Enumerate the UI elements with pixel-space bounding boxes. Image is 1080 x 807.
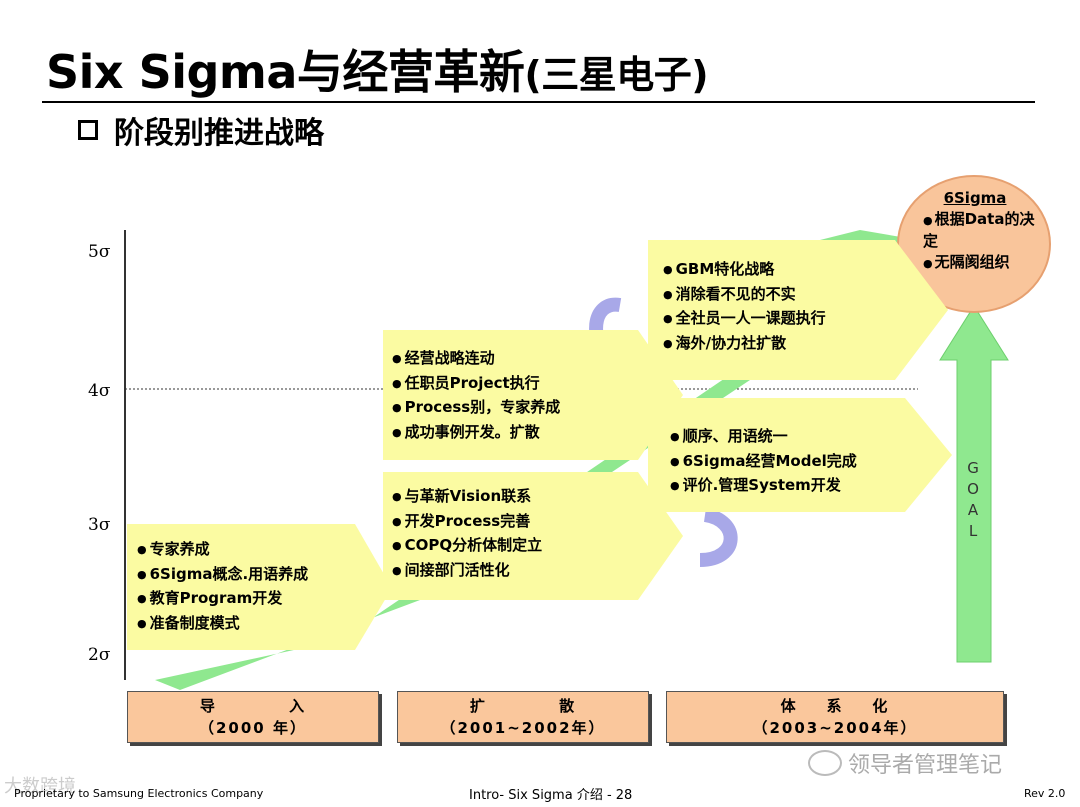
stage-1-list: 专家养成 6Sigma概念.用语养成 教育Program开发 准备制度模式: [137, 538, 309, 637]
goal-text: 6Sigma 根据Data的决定 无隔阂组织: [905, 188, 1045, 312]
stage-4-item: 6Sigma经营Model完成: [670, 450, 857, 475]
stage-1-item: 教育Program开发: [137, 587, 308, 612]
stage-5-item: GBM特化战略: [663, 258, 826, 283]
y-label-5sigma: 5σ: [88, 242, 111, 262]
phase-years: （2000 年）: [199, 719, 307, 737]
stage-5-item: 消除看不见的不实: [663, 283, 826, 308]
stage-3-list: 经营战略连动 任职员Project执行 Process别，专家养成 成功事例开发…: [392, 347, 561, 446]
stage-5-item: 海外/协力社扩散: [663, 332, 826, 357]
stage-3-item: 成功事例开发。扩散: [392, 421, 560, 446]
y-label-2sigma: 2σ: [88, 645, 111, 665]
watermark: 领导者管理笔记: [808, 747, 1002, 779]
phase-box-2: 扩 散 （2001~2002年）: [397, 691, 649, 743]
y-label-4sigma: 4σ: [88, 381, 111, 401]
checkbox-icon: [78, 120, 98, 140]
phase-box-1: 导 入 （2000 年）: [127, 691, 379, 743]
stage-2-item: 与革新Vision联系: [392, 485, 542, 510]
stage-5-item: 全社员一人一课题执行: [663, 307, 826, 332]
phase-box-3: 体 系 化 （2003~2004年）: [666, 691, 1004, 743]
section-heading: 阶段别推进战略: [78, 108, 324, 152]
stage-4-item: 评价.管理System开发: [670, 474, 857, 499]
title-rule: [42, 101, 1035, 103]
phase-name: 扩 散: [469, 697, 577, 715]
phase-name: 导 入: [199, 697, 307, 715]
stage-2-list: 与革新Vision联系 开发Process完善 COPQ分析体制定立 间接部门活…: [392, 485, 543, 584]
stage-1-item: 专家养成: [137, 538, 308, 563]
stage-5-list: GBM特化战略 消除看不见的不实 全社员一人一课题执行 海外/协力社扩散: [663, 258, 826, 356]
stage-4-list: 顺序、用语统一 6Sigma经营Model完成 评价.管理System开发: [670, 425, 857, 499]
corner-watermark: 大数跨境: [4, 776, 76, 797]
page-title: Six Sigma与经营革新(三星电子): [46, 45, 709, 99]
goal-item: 根据Data的决定: [923, 209, 1035, 252]
stage-2-item: COPQ分析体制定立: [392, 534, 543, 559]
footer-revision: Rev 2.0: [1024, 787, 1066, 800]
goal-item: 无隔阂组织: [923, 252, 1045, 274]
y-label-3sigma: 3σ: [88, 515, 111, 535]
stage-1-item: 6Sigma概念.用语养成: [137, 563, 309, 588]
stage-3-item: 经营战略连动: [392, 347, 560, 372]
stage-3-item: Process别，专家养成: [392, 396, 561, 421]
stage-2-item: 间接部门活性化: [392, 559, 542, 584]
goal-heading: 6Sigma: [943, 189, 1007, 207]
stage-3-item: 任职员Project执行: [392, 372, 560, 397]
footer-left: Proprietary to Samsung Electronics Compa…: [14, 787, 264, 800]
footer-page: Intro- Six Sigma 介绍 - 28: [469, 788, 633, 803]
stage-4-item: 顺序、用语统一: [670, 425, 857, 450]
wechat-icon: [808, 750, 842, 776]
phase-years: （2003~2004年）: [752, 719, 918, 737]
stage-2-item: 开发Process完善: [392, 510, 542, 535]
stage-1-item: 准备制度模式: [137, 612, 308, 637]
goal-arrow: [939, 305, 1009, 663]
phase-name: 体 系 化: [780, 697, 890, 715]
phase-years: （2001~2002年）: [440, 719, 606, 737]
cycle-arc-bottom: [699, 508, 738, 567]
